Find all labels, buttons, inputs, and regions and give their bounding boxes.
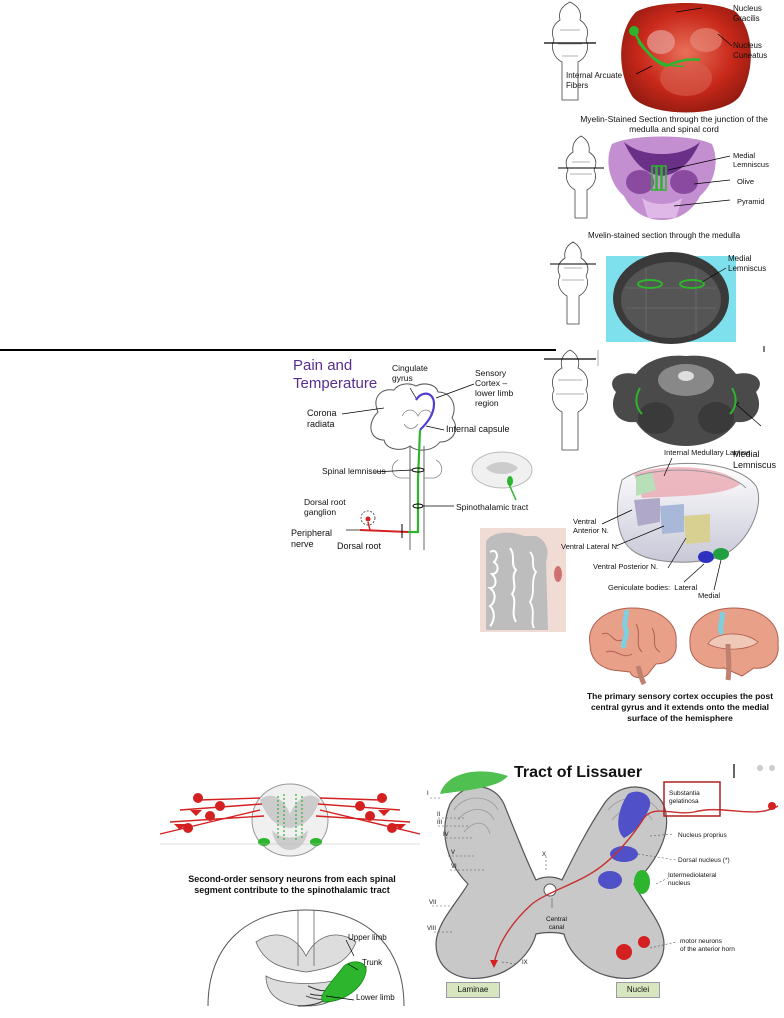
medulla-mri-section xyxy=(606,252,736,344)
lamina-label-ix: IX xyxy=(522,960,528,966)
lamina-label-viii: VIII xyxy=(427,926,437,932)
label-ventral-posterior: Ventral Posterior N. xyxy=(593,562,659,571)
label-dorsal-root: Dorsal root xyxy=(337,541,382,551)
lamina-label-ii: II xyxy=(437,812,441,818)
label-spinal-lemniscus: Spinal lemniscus xyxy=(322,466,386,476)
lamina-label-iv: IV xyxy=(443,832,449,838)
label-dorsal-nucleus: Dorsal nucleus (*) xyxy=(678,857,730,864)
pain-pathway-diagram xyxy=(341,383,533,550)
label-trunk: Trunk xyxy=(362,958,383,967)
lamina-label-i: I xyxy=(427,791,429,797)
label-internal-medullary-lamina: Internal Medullary Lamina xyxy=(664,448,751,457)
label-spinothalamic-tract: Spinothalamic tract xyxy=(456,502,529,512)
label-nucleus-proprius: Nucleus proprius xyxy=(678,832,727,839)
laminae-box: Laminae xyxy=(446,982,500,998)
lamina-label-iii: III xyxy=(437,820,443,826)
brainstem-thumbnail-2 xyxy=(558,135,604,219)
caption-second-order-neurons: Second-order sensory neurons from each s… xyxy=(188,874,396,895)
lissauer-title: Tract of Lissauer xyxy=(514,764,643,781)
label-lower-limb: Lower limb xyxy=(356,993,395,1002)
lamina-label-v: V xyxy=(451,850,456,856)
pons-section xyxy=(612,346,765,446)
brainstem-thumbnail-1 xyxy=(544,1,596,101)
label-geniculate-bodies: Geniculate bodies: Lateral xyxy=(608,583,698,592)
spinal-gray-matter-diagram xyxy=(430,764,779,980)
lamina-label-x: X xyxy=(542,852,547,858)
label-medial-geniculate: Medial xyxy=(698,591,721,600)
coronal-brain-slice xyxy=(480,528,566,632)
thalamus-diagram xyxy=(601,457,760,591)
caption-medulla-junction: Myelin-Stained Section through the junct… xyxy=(580,114,768,134)
label-ventral-lateral: Ventral Lateral N. xyxy=(561,542,619,551)
spinothalamic-somatotopy-diagram xyxy=(207,909,405,1007)
brainstem-thumbnail-4 xyxy=(544,349,599,451)
label-pyramid: Pyramid xyxy=(737,197,765,206)
label-internal-capsule: Internal capsule xyxy=(446,424,510,434)
brain-lateral-view xyxy=(589,607,677,686)
label-upper-limb: Upper limb xyxy=(348,933,387,942)
brainstem-thumbnail-3 xyxy=(550,241,596,325)
medulla-myelin-section xyxy=(608,136,731,220)
lamina-label-vi: VI xyxy=(451,864,457,870)
label-olive: Olive xyxy=(737,177,755,186)
medulla-junction-section xyxy=(621,3,751,113)
lamina-label-vii: VII xyxy=(429,900,437,906)
brain-medial-view xyxy=(689,607,779,681)
nuclei-box: Nuclei xyxy=(616,982,660,998)
section-divider xyxy=(0,349,556,351)
caption-medulla-section: Mvelin-stained section through the medul… xyxy=(587,231,741,240)
caption-primary-sensory-cortex: The primary sensory cortex occupies the … xyxy=(586,691,774,723)
second-order-neurons-diagram xyxy=(159,783,421,857)
